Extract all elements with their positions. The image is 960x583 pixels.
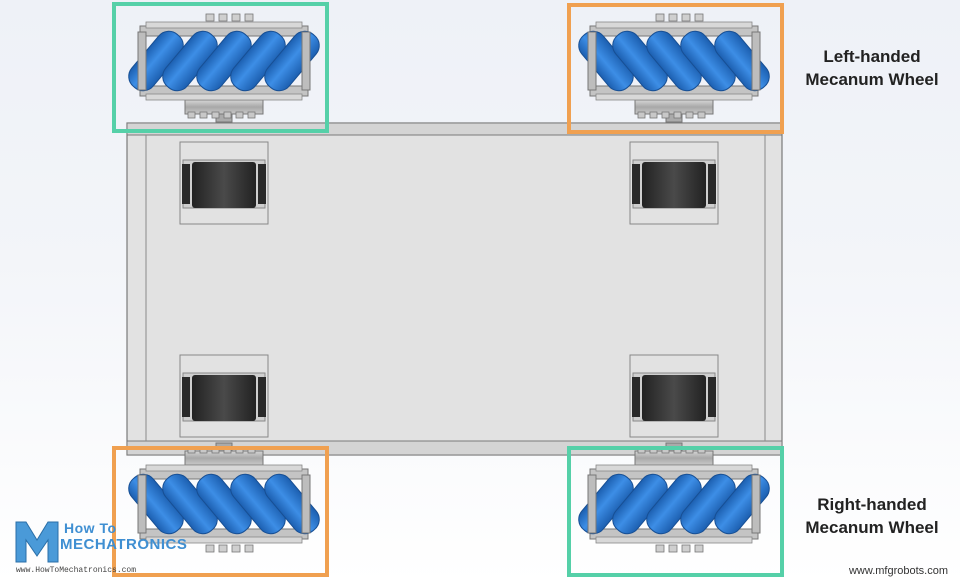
logo-line2: MECHATRONICS: [60, 536, 188, 553]
frame-front-right-orange: [567, 3, 784, 134]
logo-url: www.HowToMechatronics.com: [16, 566, 137, 575]
wheel-front-right: [578, 13, 770, 123]
left-handed-label-line2: Mecanum Wheel: [805, 70, 939, 89]
logo-m-icon: [15, 521, 59, 563]
motor-front-left: [179, 141, 269, 225]
right-handed-label-line1: Right-handed: [817, 495, 927, 514]
howtomechatronics-logo: How To MECHATRONICS www.HowToMechatronic…: [14, 516, 187, 582]
wheel-front-left: [128, 13, 320, 123]
watermark: www.mfgrobots.com: [848, 565, 948, 577]
left-handed-label-line1: Left-handed: [823, 47, 921, 66]
left-handed-label: Left-handed Mecanum Wheel: [794, 45, 950, 91]
right-handed-label-line2: Mecanum Wheel: [805, 518, 939, 537]
motor-rear-right: [629, 354, 719, 438]
motor-rear-left: [179, 354, 269, 438]
frame-rear-right-green: [567, 446, 784, 577]
right-handed-label: Right-handed Mecanum Wheel: [794, 493, 950, 539]
motors: [179, 141, 719, 438]
motor-front-right: [629, 141, 719, 225]
frame-rear-left-orange: [112, 446, 329, 577]
logo-line1: How To: [64, 520, 117, 536]
wheel-rear-right: [578, 442, 770, 553]
frame-front-left-green: [112, 2, 329, 133]
